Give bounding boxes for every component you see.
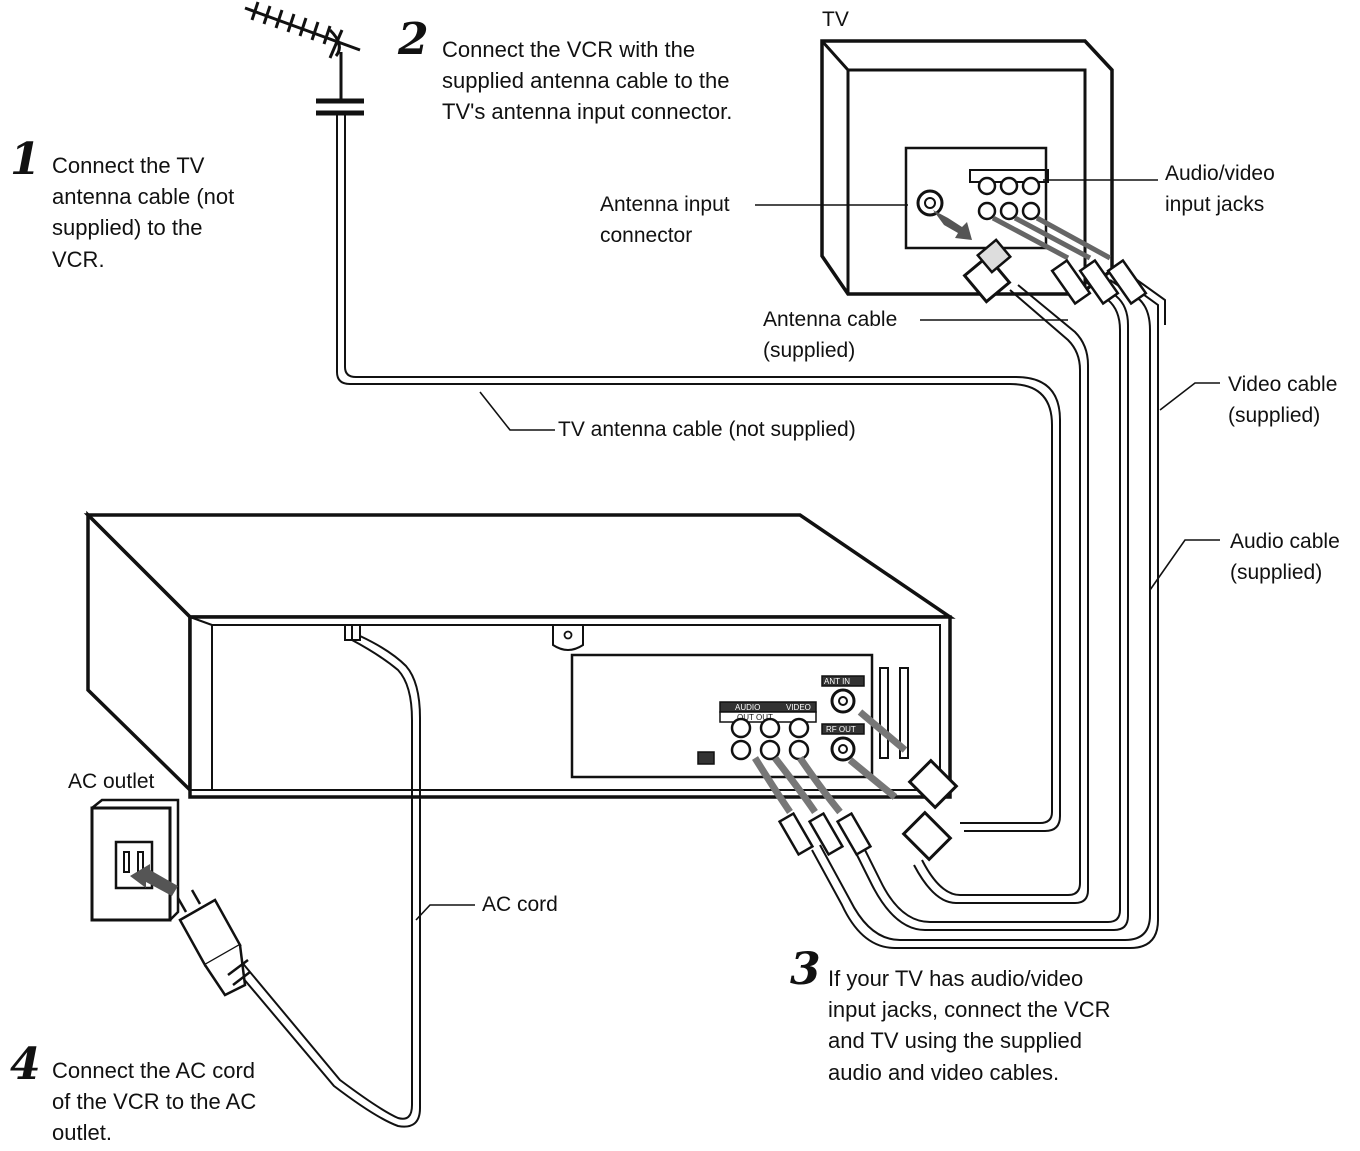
ac-outlet-label: AC outlet	[68, 770, 155, 793]
vcr-ant-in-label: ANT IN	[824, 677, 850, 686]
antenna-input-label: Antenna input connector	[600, 193, 730, 247]
step-3-number: 3	[790, 944, 821, 995]
ac-plug-icon	[176, 889, 251, 997]
vcr-audio-label: AUDIO	[735, 703, 760, 712]
step-1-number: 1	[10, 134, 41, 185]
ac-cord	[231, 625, 421, 1128]
antenna-cable-supplied	[913, 238, 1089, 904]
antenna-connector-icon	[316, 98, 364, 116]
vcr-panel-labels: AUDIO VIDEO ANT IN RF OUT	[735, 677, 856, 734]
vcr-arrows	[752, 709, 908, 815]
antenna-cable-label: Antenna cable (supplied)	[763, 308, 898, 362]
vcr-video-label: VIDEO	[786, 703, 811, 712]
step-4-number: 4	[10, 1039, 41, 1090]
tv-label: TV	[822, 8, 849, 31]
ac-arrow-icon	[130, 864, 178, 896]
audio-cable-label: Audio cable (supplied)	[1230, 530, 1340, 584]
av-cables-supplied	[811, 274, 1166, 949]
vcr-rf-out-label: RF OUT	[826, 725, 856, 734]
step-1-text: Connect the TV antenna cable (not suppli…	[52, 153, 235, 272]
av-arrows	[991, 215, 1112, 261]
av-input-jacks-label: Audio/video input jacks	[1165, 162, 1275, 216]
step-4-text: Connect the AC cord of the VCR to the AC…	[52, 1058, 257, 1146]
arrow-icon	[933, 210, 972, 240]
step-2-number: 2	[398, 14, 429, 65]
vcr-out-label: OUT OUT	[737, 713, 773, 722]
antenna-icon	[244, 1, 361, 100]
leader-lines	[415, 179, 1220, 921]
tv-antenna-cable	[336, 113, 1061, 832]
vcr-rca-plugs	[777, 811, 873, 857]
step-3-text: If your TV has audio/video input jacks, …	[828, 966, 1111, 1085]
tv-antenna-cable-label: TV antenna cable (not supplied)	[558, 418, 856, 441]
vcr-illustration	[83, 510, 956, 799]
ac-outlet-icon	[90, 798, 180, 922]
rca-plugs-tv	[1050, 258, 1148, 306]
step-2-text: Connect the VCR with the supplied antenn…	[442, 37, 733, 125]
ac-cord-label: AC cord	[482, 893, 558, 916]
video-cable-label: Video cable (supplied)	[1228, 373, 1338, 427]
vcr-antenna-plugs	[901, 758, 959, 862]
